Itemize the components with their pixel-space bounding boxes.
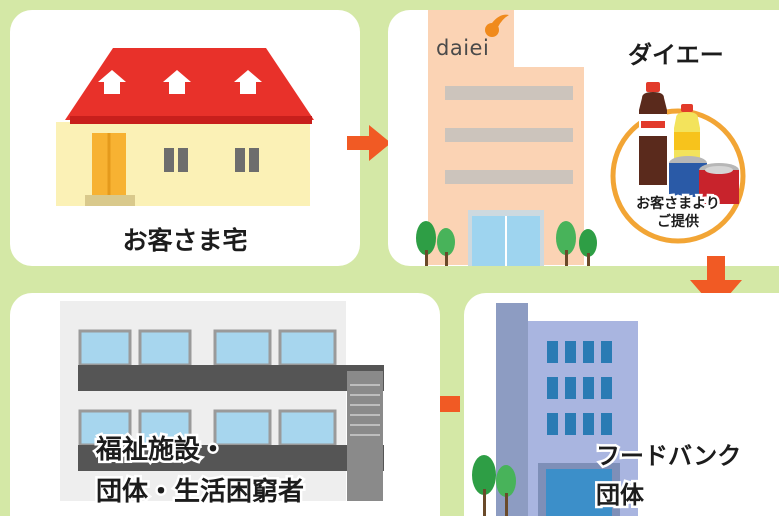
store-illustration [416,10,746,266]
home-label: お客さま宅 [122,226,248,255]
arrow-down-icon [690,256,742,310]
foodbank-line2: 団体 [594,479,647,512]
foodbank-line1: フードバンク [593,440,743,473]
store-logo: daiei [436,36,490,60]
home-card: お客さま宅 [10,10,360,266]
donation-line1: お客さまより [634,194,723,215]
store-name: ダイエー [628,41,724,69]
store-card: daiei ダイエー お客さまより ご提供 [388,10,779,266]
donation-line2: ご提供 [655,212,702,233]
facility-line1: 福祉施設・ [93,433,228,468]
house-illustration [56,48,314,206]
facility-card: 福祉施設・ 団体・生活困窮者 [10,293,440,516]
apartment-illustration [60,301,384,501]
arrow-right-icon [347,125,391,161]
foodbank-card: フードバンク 団体 [464,293,779,516]
office-building-illustration [472,303,638,516]
facility-line2: 団体・生活困窮者 [93,475,306,510]
